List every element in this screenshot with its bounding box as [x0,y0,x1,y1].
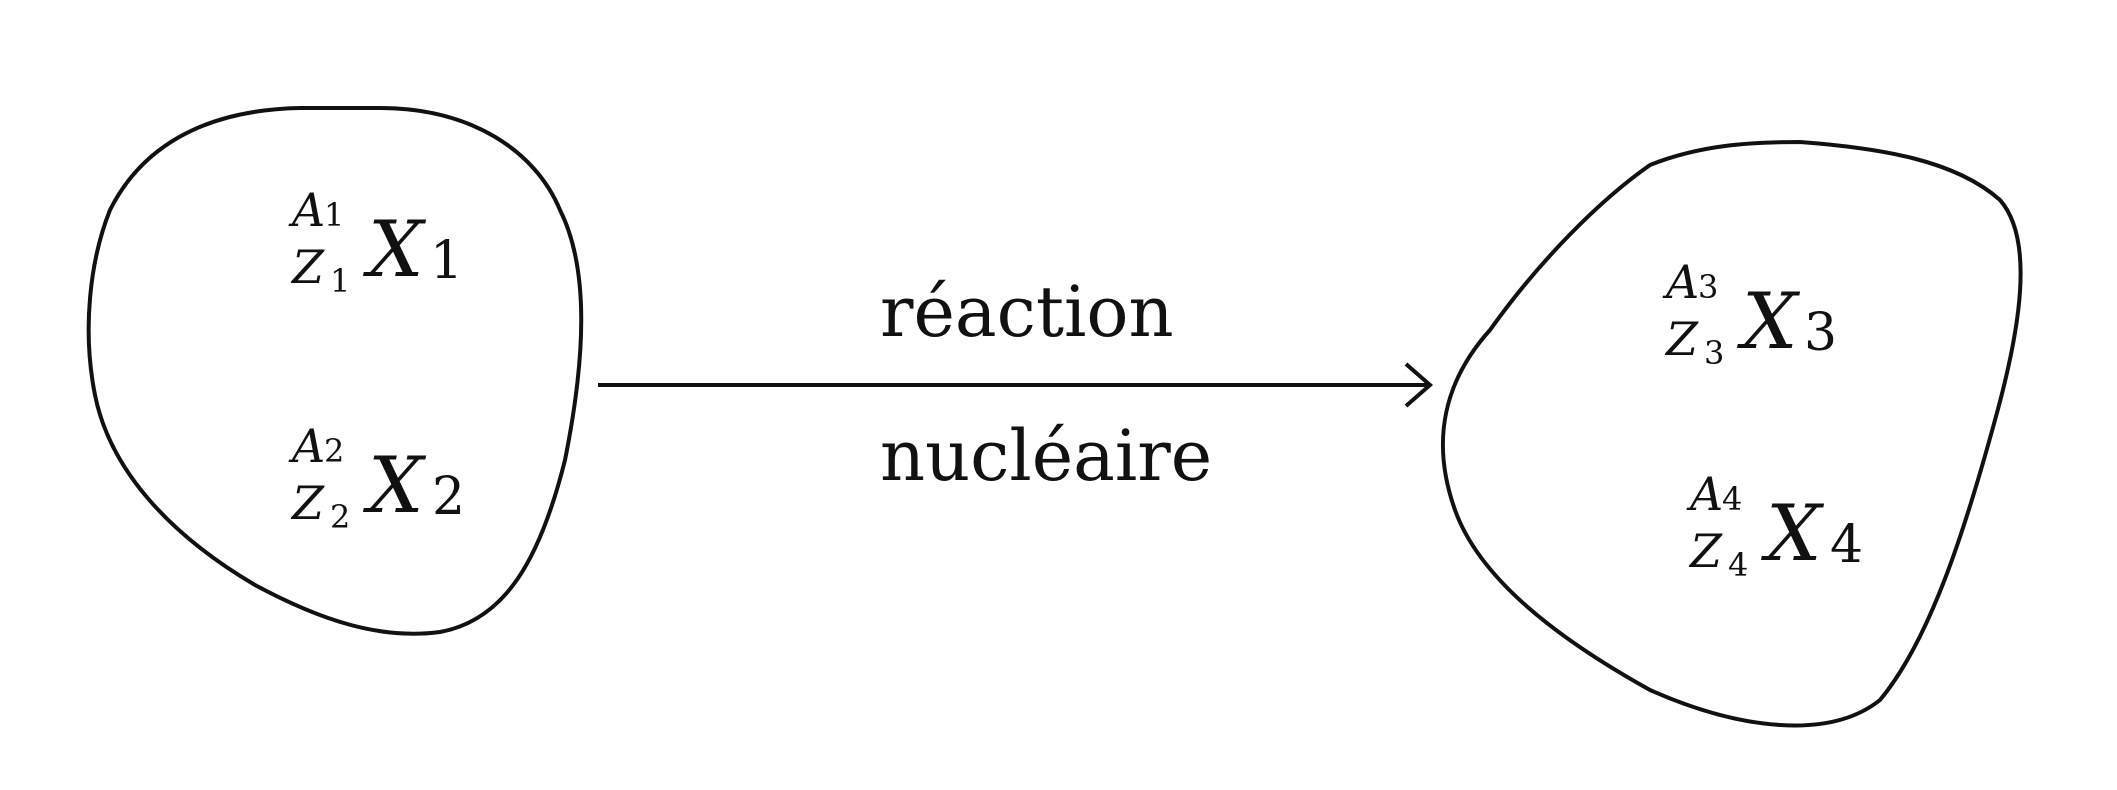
atomic-number-index: 2 [330,498,350,536]
nucleus-1: A 1 Z 1 X 1 [288,183,463,300]
reaction-arrow-head [1404,362,1434,408]
mass-number-symbol: A [288,183,325,237]
element-index: 1 [430,231,463,291]
atomic-number-index: 1 [330,262,350,300]
element-symbol: X [362,441,427,531]
atomic-number-symbol: Z [1664,312,1699,366]
mass-number-symbol: A [288,419,325,473]
element-index: 3 [1804,303,1837,363]
mass-number-index: 1 [324,196,344,234]
nucleus-4: A 4 Z 4 X 4 [1686,467,1863,584]
mass-number-index: 2 [324,432,344,470]
mass-number-symbol: A [1662,255,1699,309]
element-symbol: X [362,205,427,295]
nucleus-2: A 2 Z 2 X 2 [288,419,465,536]
atomic-number-symbol: Z [1688,524,1723,578]
element-index: 2 [432,467,465,527]
products-blob [1440,140,2023,728]
atomic-number-index: 3 [1704,334,1724,372]
arrow-label-bottom: nucléaire [880,415,1212,497]
element-symbol: X [1760,489,1825,579]
mass-number-index: 3 [1698,268,1718,306]
reactants-blob [86,106,584,636]
element-symbol: X [1736,277,1801,367]
mass-number-index: 4 [1722,480,1742,518]
atomic-number-index: 4 [1728,546,1748,584]
atomic-number-symbol: Z [290,476,325,530]
nucleus-3: A 3 Z 3 X 3 [1662,255,1837,372]
element-index: 4 [1830,515,1863,575]
atomic-number-symbol: Z [290,240,325,294]
mass-number-symbol: A [1686,467,1723,521]
arrow-label-top: réaction [880,271,1174,353]
